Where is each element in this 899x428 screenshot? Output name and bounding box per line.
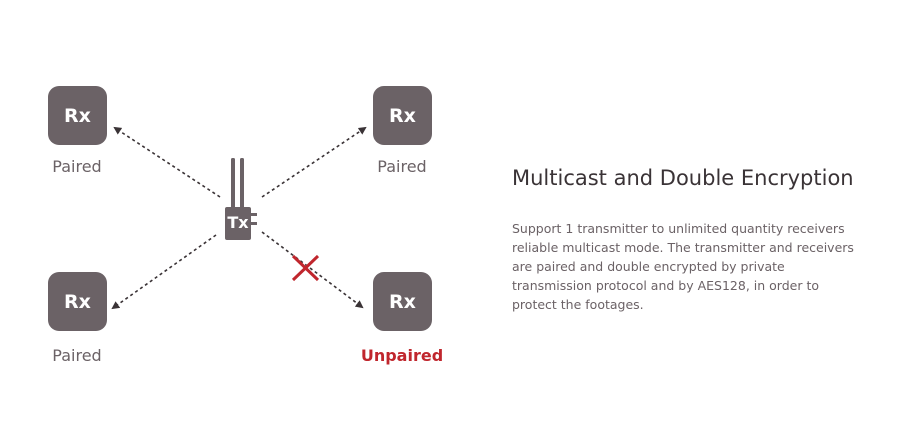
receiver-top-left-status: Paired: [52, 157, 102, 176]
link-bottom-left: [111, 234, 217, 310]
link-top-left: [113, 126, 221, 198]
section-heading: Multicast and Double Encryption: [512, 166, 854, 190]
link-top-right: [261, 126, 367, 198]
receiver-top-left: Rx: [48, 86, 107, 145]
diagram-links: [111, 126, 367, 310]
transmitter-device-icon: [225, 158, 257, 240]
transmitter-label: Tx: [227, 213, 249, 232]
unpaired-cross-icon: [291, 254, 320, 282]
link-bottom-right: [261, 231, 364, 309]
multicast-diagram: Tx Rx Paired Rx Paired Rx Paired Rx Unpa…: [48, 86, 444, 365]
section-description: Support 1 transmitter to unlimited quant…: [512, 221, 854, 312]
receiver-bottom-right: Rx: [373, 272, 432, 331]
receiver-bottom-left-status: Paired: [52, 346, 102, 365]
receiver-top-right-status: Paired: [377, 157, 427, 176]
receiver-top-right: Rx: [373, 86, 432, 145]
receiver-bottom-right-status: Unpaired: [360, 346, 444, 365]
receiver-bottom-left: Rx: [48, 272, 107, 331]
